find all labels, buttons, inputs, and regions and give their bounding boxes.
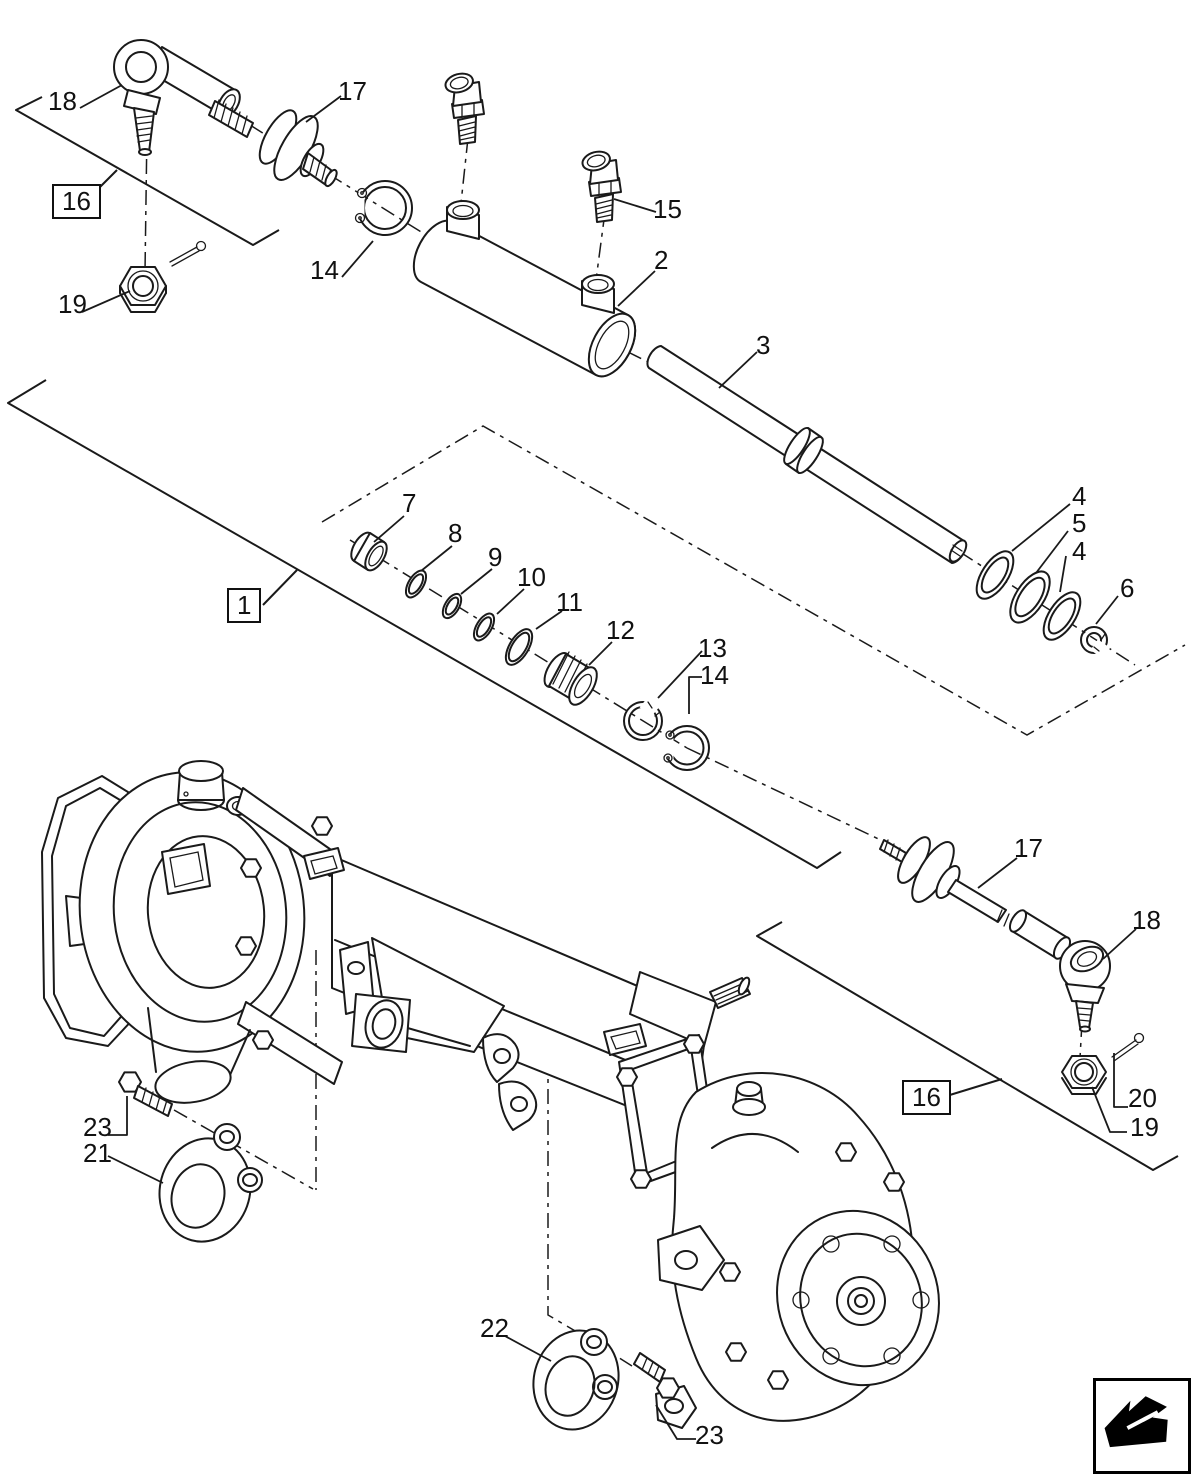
- snap-ring-top: [352, 181, 412, 235]
- callout-8: 8: [448, 518, 463, 548]
- callout-4-lower: 4: [1072, 536, 1087, 566]
- callout-18-right: 18: [1132, 905, 1161, 935]
- callout-12: 12: [606, 615, 635, 645]
- gland-and-bushing-parts: [347, 529, 709, 770]
- callout-18-top-left: 18: [48, 86, 77, 116]
- cotter-pin-top: [170, 242, 206, 267]
- callout-14-top: 14: [310, 255, 339, 285]
- callout-19-right: 19: [1130, 1112, 1159, 1142]
- callout-17-top: 17: [338, 76, 367, 106]
- tie-rod-top: [209, 100, 339, 188]
- clamp-bracket-22: [522, 1321, 629, 1439]
- nav-icon-box[interactable]: [1093, 1378, 1191, 1474]
- clamp-bracket-21: [148, 1124, 262, 1252]
- callout-17-right: 17: [1014, 833, 1043, 863]
- callout-5: 5: [1072, 508, 1087, 538]
- castle-nut-right: [1062, 1056, 1106, 1094]
- callout-11: 11: [556, 587, 583, 617]
- steering-actuator: [630, 972, 751, 1046]
- group-ref-1: 1: [227, 588, 262, 623]
- front-axle-housing: [42, 761, 963, 1428]
- piston-rod: [647, 346, 969, 564]
- callout-13: 13: [698, 633, 727, 663]
- callout-6: 6: [1120, 573, 1135, 603]
- gland-plug: [539, 649, 602, 709]
- callout-14-mid: 14: [700, 660, 729, 690]
- callout-15: 15: [653, 194, 682, 224]
- tip-threads: [310, 157, 326, 180]
- tie-rod-end-right: [1060, 941, 1110, 1032]
- snap-ring-14: [662, 726, 709, 770]
- retaining-clip: [1081, 627, 1109, 658]
- return-arrow-icon: [1104, 1396, 1168, 1448]
- rod-seal-kit: [969, 545, 1109, 658]
- steering-cylinder-body: [414, 201, 645, 384]
- stud-threads: [136, 116, 152, 142]
- diff-sump: [148, 1008, 250, 1108]
- group-ref-16-top-left: 16: [52, 184, 101, 219]
- group-brackets: [8, 97, 1178, 1170]
- bolt-23-left: [117, 1071, 172, 1116]
- callout-10: 10: [517, 562, 546, 592]
- callout-22: 22: [480, 1313, 509, 1343]
- elbow-fitting-left: [443, 71, 484, 144]
- callout-7: 7: [402, 488, 417, 518]
- callout-20: 20: [1128, 1083, 1157, 1113]
- callout-9: 9: [488, 542, 503, 572]
- rod-threads: [214, 100, 247, 134]
- snap-ring-13: [624, 698, 662, 740]
- wheel-hub: [753, 1188, 964, 1408]
- tie-rod-right: [880, 833, 1073, 962]
- callout-23-bottom: 23: [695, 1420, 724, 1450]
- tie-rod-end-top: [114, 40, 244, 155]
- bolt-23-right: [634, 1353, 681, 1399]
- callout-2: 2: [654, 245, 669, 275]
- callout-21: 21: [83, 1138, 112, 1168]
- callout-23-left: 23: [83, 1112, 112, 1142]
- elbow-fitting-right: [580, 149, 621, 222]
- group-ref-16-right: 16: [902, 1080, 951, 1115]
- leader-lines: [80, 85, 1136, 1439]
- cotter-pin-right: [1112, 1034, 1144, 1062]
- callout-19-top-left: 19: [58, 289, 87, 319]
- castle-nut-top: [120, 267, 166, 312]
- callout-3: 3: [756, 330, 771, 360]
- callout-4-upper: 4: [1072, 481, 1087, 511]
